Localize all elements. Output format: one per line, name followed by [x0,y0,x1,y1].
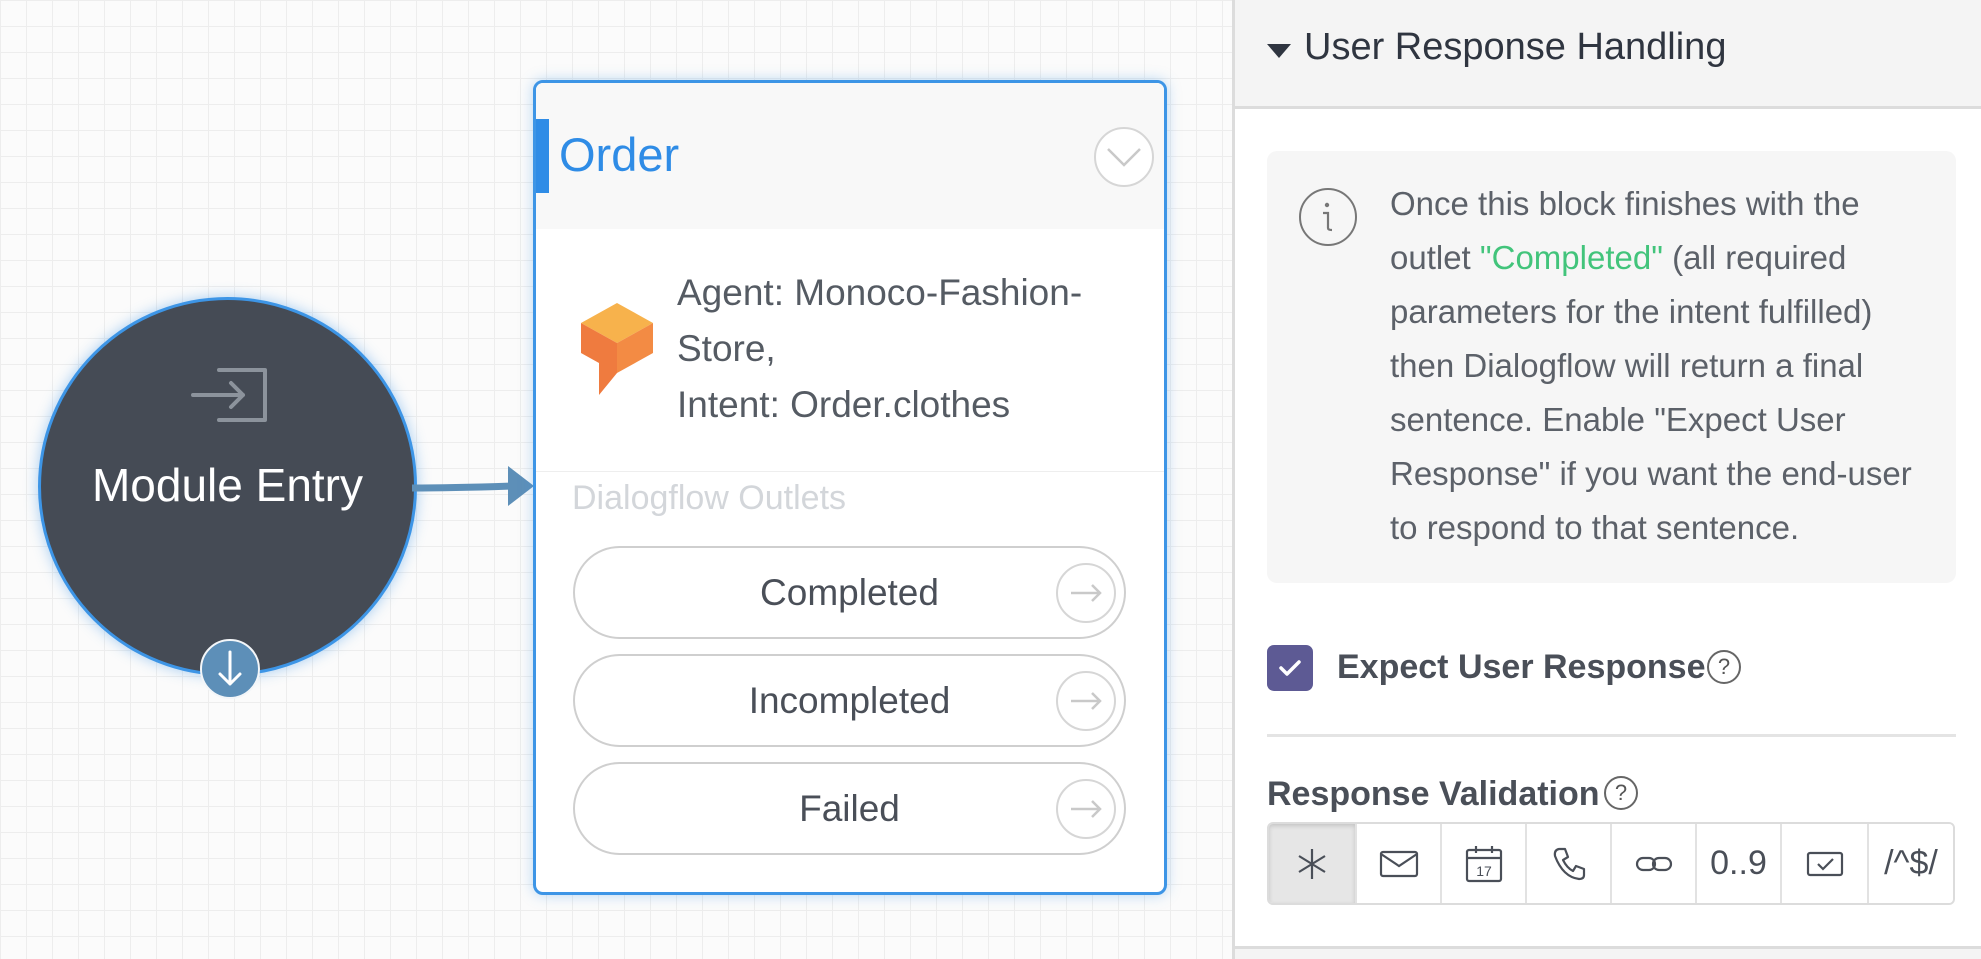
section-header[interactable]: User Response Handling [1235,0,1981,109]
outlets-heading: Dialogflow Outlets [572,479,847,517]
agent-line: Agent: Monoco-Fashion-Store, [677,272,1083,369]
info-icon [1299,188,1357,246]
outlet-label: Failed [799,787,900,829]
validation-date-button[interactable]: 17 [1442,824,1527,903]
info-highlight: "Completed" [1479,239,1663,276]
validation-email-button[interactable] [1357,824,1442,903]
order-block-header[interactable]: Order [536,83,1164,229]
response-validation-label: Response Validation [1267,775,1600,813]
outlet-label: Incompleted [748,679,951,721]
agent-info: Agent: Monoco-Fashion-Store, Intent: Ord… [677,265,1147,433]
response-validation-toolbar: 17 0..9 /^$/ [1267,822,1955,905]
entry-output-port[interactable] [200,639,260,699]
calendar-icon: 17 [1465,845,1502,882]
help-icon[interactable]: ? [1604,776,1638,810]
validation-phone-button[interactable] [1527,824,1612,903]
next-section-edge [1235,946,1981,959]
chevron-down-icon [1107,148,1141,167]
outlet-failed[interactable]: Failed [573,762,1126,855]
calendar-day-text: 17 [1476,863,1492,879]
caret-down-icon[interactable] [1267,44,1291,58]
outlet-completed[interactable]: Completed [573,546,1126,639]
enter-icon [191,368,267,422]
info-text: Once this block finishes with the outlet… [1390,177,1940,555]
checkbox-icon [1806,851,1843,876]
intent-line: Intent: Order.clothes [677,384,1011,425]
arrow-right-icon [1071,799,1102,818]
expect-response-label[interactable]: Expect User Response [1337,648,1706,686]
outlet-label: Completed [760,571,939,613]
validation-url-button[interactable] [1612,824,1697,903]
order-block[interactable]: Order Agent: Monoco-Fashion-Store, Inten… [533,80,1167,895]
phone-icon [1553,847,1585,880]
link-icon [1635,856,1672,871]
envelope-icon [1379,850,1418,877]
info-text-after: (all required parameters for the intent … [1390,239,1912,546]
info-text-before: Once this block finishes with the outlet [1390,185,1860,276]
order-block-title: Order [559,128,680,181]
outlet-port[interactable] [1056,562,1116,623]
asterisk-icon [1298,848,1326,879]
validation-regex-button[interactable]: /^$/ [1869,824,1953,903]
validation-yes-no-button[interactable] [1782,824,1869,903]
arrow-right-icon [1071,583,1102,602]
help-icon[interactable]: ? [1707,650,1741,684]
info-box: Once this block finishes with the outlet… [1267,151,1956,583]
outlet-incompleted[interactable]: Incompleted [573,654,1126,747]
section-title: User Response Handling [1304,26,1727,68]
validation-number-button[interactable]: 0..9 [1697,824,1782,903]
connector-arrow[interactable] [412,462,536,512]
expect-response-checkbox[interactable] [1267,645,1313,691]
flow-canvas[interactable]: Module Entry Order Agent: Mo [0,0,1232,959]
outlet-port[interactable] [1056,670,1116,731]
collapse-button[interactable] [1094,127,1154,187]
validation-any-button[interactable] [1269,824,1357,903]
properties-panel: User Response Handling Once this block f… [1232,0,1981,959]
outlet-port[interactable] [1056,778,1116,839]
arrow-right-icon [1071,691,1102,710]
module-entry-label: Module Entry [91,459,363,511]
checkmark-icon [1279,660,1301,676]
divider [1267,734,1956,737]
divider [536,471,1164,472]
module-entry-node[interactable]: Module Entry [38,297,417,699]
arrow-down-icon [218,650,242,686]
block-accent-bar [536,119,549,193]
dialogflow-logo-icon [581,303,653,395]
